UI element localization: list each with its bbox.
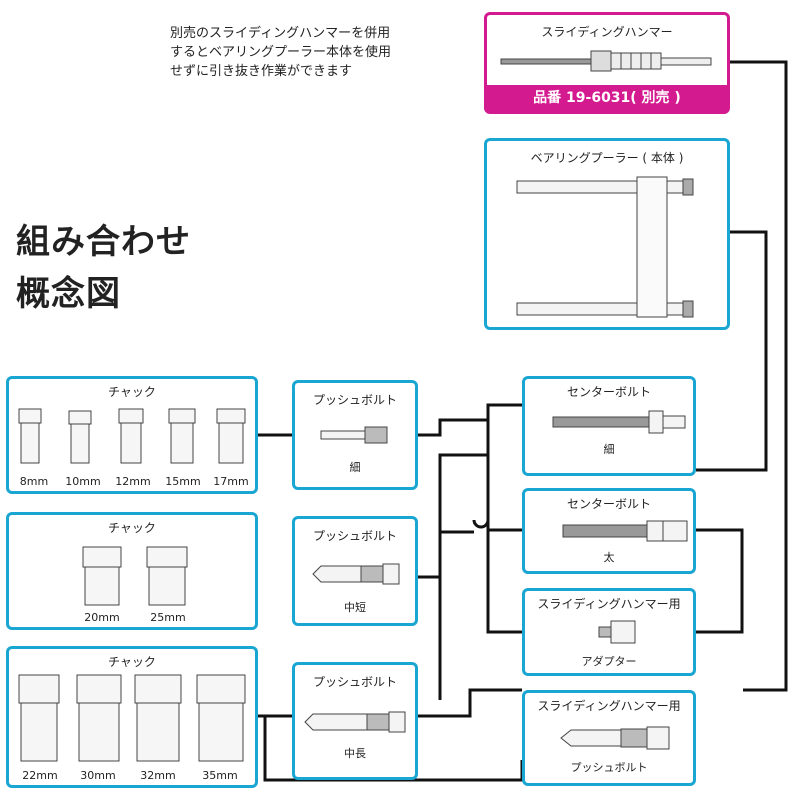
- chuck-large-illustration: [18, 674, 246, 762]
- center-bolt-thin-box: センターボルト 細: [522, 376, 696, 476]
- chuck-medium-box: チャック 20mm 25mm: [6, 512, 258, 630]
- slide-adapter-title: スライディングハンマー用: [537, 597, 681, 611]
- push-bolt-thin-caption: 細: [349, 461, 361, 474]
- diagram-heading-line1: 組み合わせ: [16, 222, 191, 262]
- sliding-hammer-title: スライディングハンマー: [541, 25, 673, 39]
- slide-push-bolt-illustration: [560, 726, 670, 750]
- usage-note: 別売のスライディングハンマーを併用 するとベアリングプーラー本体を使用 せずに引…: [170, 26, 392, 79]
- chuck-size-label: 22mm: [22, 769, 58, 782]
- center-bolt-thick-illustration: [562, 520, 688, 542]
- center-bolt-thin-title: センターボルト: [566, 385, 651, 399]
- push-bolt-mid-long-box: プッシュボルト 中長: [292, 662, 418, 780]
- chuck-size-label: 30mm: [80, 769, 116, 782]
- push-bolt-thin-illustration: [320, 426, 388, 444]
- center-bolt-thin-caption: 細: [603, 443, 615, 456]
- chuck-size-label: 20mm: [84, 611, 120, 624]
- part-number-label: 品番 19-6031( 別売 ): [487, 85, 727, 111]
- sliding-hammer-box: スライディングハンマー 品番 19-6031( 別売 ): [484, 12, 730, 114]
- center-bolt-thick-box: センターボルト 太: [522, 488, 696, 574]
- slide-push-bolt-title: スライディングハンマー用: [537, 699, 681, 713]
- bearing-puller-illustration: [516, 176, 694, 318]
- chuck-large-title: チャック: [108, 655, 156, 669]
- chuck-size-label: 17mm: [213, 475, 249, 488]
- push-bolt-mid-short-caption: 中短: [344, 601, 366, 614]
- slide-adapter-box: スライディングハンマー用 アダプター: [522, 588, 696, 676]
- chuck-size-label: 15mm: [165, 475, 201, 488]
- push-bolt-mid-short-title: プッシュボルト: [312, 529, 397, 543]
- center-bolt-thick-caption: 太: [603, 551, 615, 564]
- chuck-small-title: チャック: [108, 385, 156, 399]
- push-bolt-mid-long-caption: 中長: [344, 747, 366, 760]
- chuck-size-label: 25mm: [150, 611, 186, 624]
- bearing-puller-box: ベアリングプーラー ( 本体 ): [484, 138, 730, 330]
- sliding-hammer-illustration: [500, 50, 712, 72]
- push-bolt-thin-box: プッシュボルト 細: [292, 380, 418, 490]
- slide-adapter-illustration: [598, 620, 636, 644]
- chuck-large-box: チャック 22mm 30mm 32mm 35mm: [6, 646, 258, 788]
- chuck-size-label: 12mm: [115, 475, 151, 488]
- center-bolt-thick-title: センターボルト: [566, 497, 651, 511]
- slide-push-bolt-caption: プッシュボルト: [570, 761, 648, 774]
- chuck-medium-illustration: [82, 546, 188, 606]
- push-bolt-mid-short-box: プッシュボルト 中短: [292, 516, 418, 626]
- chuck-medium-title: チャック: [108, 521, 156, 535]
- chuck-small-illustration: [18, 408, 246, 464]
- slide-adapter-caption: アダプター: [581, 655, 637, 668]
- chuck-size-label: 8mm: [19, 475, 49, 488]
- push-bolt-mid-long-illustration: [304, 711, 406, 733]
- chuck-small-box: チャック 8mm 10mm 12mm 15mm 17mm: [6, 376, 258, 494]
- chuck-size-label: 35mm: [202, 769, 238, 782]
- chuck-size-label: 10mm: [65, 475, 101, 488]
- center-bolt-thin-illustration: [552, 410, 686, 434]
- chuck-size-label: 32mm: [140, 769, 176, 782]
- push-bolt-mid-short-illustration: [312, 563, 400, 585]
- bearing-puller-title: ベアリングプーラー ( 本体 ): [530, 151, 684, 165]
- push-bolt-thin-title: プッシュボルト: [312, 393, 397, 407]
- diagram-heading-line2: 概念図: [16, 274, 121, 314]
- slide-push-bolt-box: スライディングハンマー用 プッシュボルト: [522, 690, 696, 786]
- push-bolt-mid-long-title: プッシュボルト: [312, 675, 397, 689]
